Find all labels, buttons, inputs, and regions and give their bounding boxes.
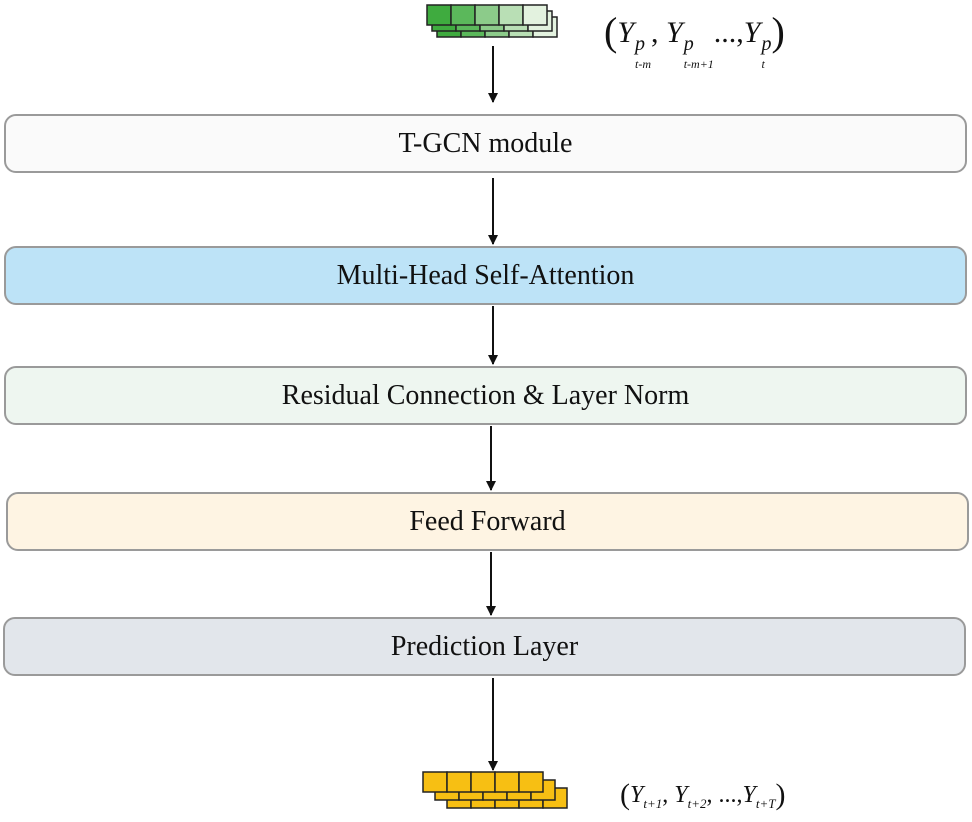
close-paren: ) bbox=[775, 778, 786, 811]
output-term-2: Yt+2 bbox=[674, 782, 707, 811]
output-sequence-grid bbox=[422, 771, 568, 809]
input-sequence-grid bbox=[426, 4, 558, 38]
feed-forward-block: Feed Forward bbox=[6, 492, 969, 551]
residual-layernorm-block: Residual Connection & Layer Norm bbox=[4, 366, 967, 425]
grid-cell bbox=[518, 771, 544, 793]
grid-cell bbox=[494, 771, 520, 793]
close-paren: ) bbox=[771, 9, 785, 54]
block-label: Multi-Head Self-Attention bbox=[336, 259, 635, 291]
multi-head-attention-block: Multi-Head Self-Attention bbox=[4, 246, 967, 305]
grid-cell bbox=[522, 4, 548, 26]
grid-cell bbox=[446, 771, 472, 793]
open-paren: ( bbox=[604, 9, 618, 54]
output-formula: (Yt+1, Yt+2, ...,Yt+T) bbox=[620, 778, 786, 811]
prediction-layer-block: Prediction Layer bbox=[3, 617, 966, 676]
open-paren: ( bbox=[620, 778, 630, 811]
tgcn-module-block: T-GCN module bbox=[4, 114, 967, 173]
grid-cell bbox=[422, 771, 448, 793]
block-label: Prediction Layer bbox=[390, 630, 579, 662]
output-term-1: Yt+1 bbox=[630, 782, 663, 811]
block-label: Residual Connection & Layer Norm bbox=[281, 379, 690, 411]
output-term-3: Yt+T bbox=[742, 782, 776, 811]
block-label: T-GCN module bbox=[398, 127, 573, 159]
block-label: Feed Forward bbox=[409, 505, 566, 537]
grid-cell bbox=[470, 771, 496, 793]
